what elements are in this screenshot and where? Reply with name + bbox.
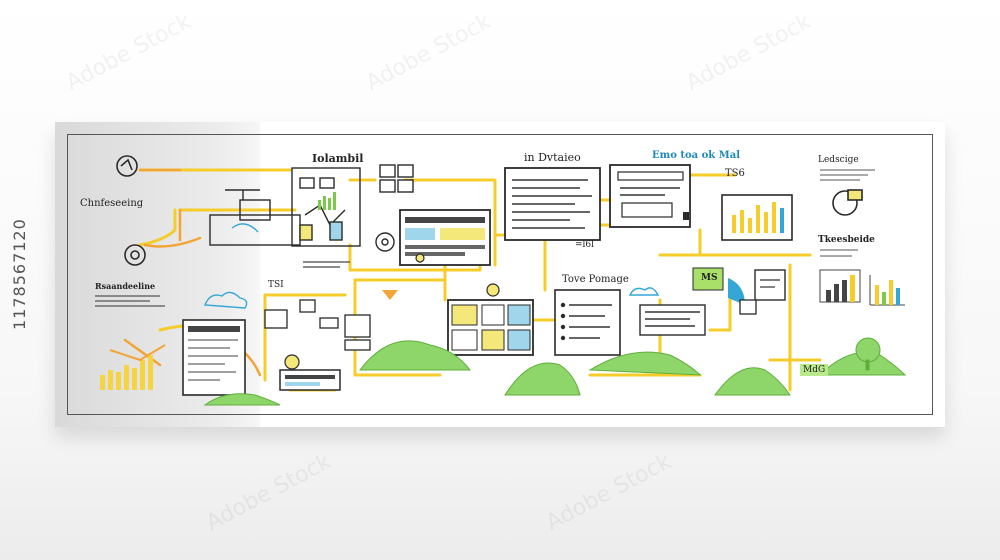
- form-card: [182, 319, 246, 396]
- green-hills: [203, 340, 907, 406]
- label-emo-tea-ok-mal: Emo toa ok Mal: [652, 150, 741, 161]
- checklist-card: [554, 289, 621, 356]
- label-teesembeilo: Tkeesbeide: [818, 235, 875, 245]
- stock-id-text: 1178567120: [10, 218, 29, 330]
- document-card: [504, 167, 601, 241]
- connector-line: [138, 208, 177, 247]
- small-paragraph: [95, 295, 165, 307]
- caption-lines: [303, 261, 350, 268]
- hill: [358, 340, 472, 371]
- tree-icon: [855, 337, 881, 371]
- chart-card: [721, 194, 793, 241]
- caption-lines: [820, 169, 875, 257]
- toolbar-card: [279, 369, 341, 391]
- gear-icon: [375, 232, 395, 252]
- label-sl-tag: =l6l: [575, 240, 595, 250]
- small-cards: [379, 164, 414, 193]
- screen-card: [754, 269, 786, 301]
- mini-bar-chart: [819, 269, 861, 303]
- browser-window-card: [609, 164, 691, 228]
- bulb-icon: [284, 253, 500, 370]
- green-bar-sketch: [318, 192, 336, 210]
- cloud-icon: [204, 287, 660, 309]
- label-tsg: TS6: [725, 168, 745, 179]
- small-cards: [264, 299, 757, 351]
- sketch-panel: [291, 167, 361, 247]
- label-ledscige: Ledscige: [818, 155, 859, 165]
- hill: [588, 351, 702, 376]
- blue-arrow: [728, 278, 745, 305]
- diagram-frame: [67, 134, 933, 415]
- label-in-dvtaieo: in Dvtaieo: [524, 151, 581, 164]
- hill: [203, 393, 281, 406]
- label-tsi: TSI: [268, 280, 284, 290]
- connector-line: [403, 178, 497, 267]
- label-rsaandeeline: Rsaandeeline: [95, 281, 156, 291]
- label-ms-sticky: MS: [701, 273, 718, 283]
- yellow-bar-chart: [100, 355, 153, 390]
- hill: [714, 367, 791, 396]
- label-tove-pomage: Tove Pomage: [562, 274, 629, 285]
- connector-line: [123, 338, 162, 367]
- connector-line: [353, 278, 442, 377]
- hill: [818, 352, 907, 376]
- label-mdg: MdG: [800, 364, 829, 376]
- trend-line: [109, 344, 166, 362]
- hill: [504, 362, 581, 396]
- connector-line: [143, 236, 202, 248]
- lightbulb-icon: [832, 189, 863, 216]
- workflow-card: [447, 299, 534, 356]
- list-card: [639, 304, 706, 336]
- target-icon: [116, 155, 138, 177]
- mini-bar-chart: [869, 275, 905, 306]
- arrow-marker: [382, 290, 398, 300]
- machine-sketch: [209, 189, 301, 246]
- gauge-icon: [124, 244, 146, 266]
- label-chneesing: Chnfeseeing: [80, 198, 144, 209]
- sticky-note: [692, 267, 724, 291]
- dashboard-card: [399, 209, 491, 266]
- label-lolambil: Iolambil: [312, 152, 364, 165]
